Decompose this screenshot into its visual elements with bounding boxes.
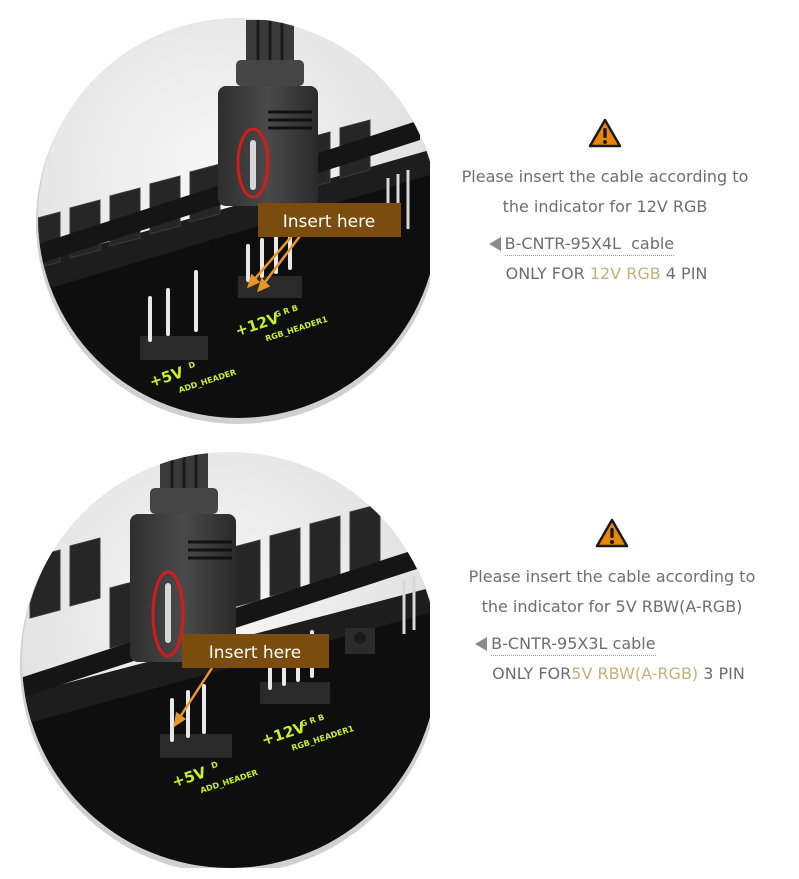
panel-5v-argb: +5V D ADD_HEADER +12V G R B RGB_HEADER1 xyxy=(0,438,799,868)
cable-model: B-CNTR-95X4L cable xyxy=(504,234,675,256)
insert-position-marker xyxy=(151,570,185,658)
cable-spec: B-CNTR-95X4L cable ONLY FOR 12V RGB 4 PI… xyxy=(488,234,708,283)
pointer-triangle-icon xyxy=(475,637,488,651)
instruction-line-1: Please insert the cable according to xyxy=(468,567,756,586)
only-for-line: ONLY FOR 12V RGB 4 PIN xyxy=(505,264,708,283)
insert-position-marker xyxy=(236,127,270,199)
silk-5v-d: D xyxy=(187,360,196,371)
highlighted-spec: 12V RGB xyxy=(589,264,661,283)
svg-text:Insert here: Insert here xyxy=(209,643,301,663)
cable-spec: B-CNTR-95X3L cable ONLY FOR5V RBW(A-RGB)… xyxy=(475,634,745,683)
instruction-block: Please insert the cable according to the… xyxy=(420,118,790,283)
instruction-block: Please insert the cable according to the… xyxy=(432,518,792,683)
pointer-triangle-icon xyxy=(488,237,501,251)
board-illustration: +5V D ADD_HEADER +12V G R B RGB_HEADER1 xyxy=(36,18,430,424)
insert-here-label: Insert here xyxy=(182,634,329,668)
silk-5v-d: D xyxy=(210,760,219,771)
cable-model: B-CNTR-95X3L cable xyxy=(491,634,656,656)
panel-12v-rgb: +5V D ADD_HEADER +12V G R B RGB_HEADER1 xyxy=(0,0,799,430)
only-for-line: ONLY FOR5V RBW(A-RGB) 3 PIN xyxy=(492,664,745,683)
highlighted-spec: 5V RBW(A-RGB) xyxy=(571,664,699,683)
warning-icon xyxy=(595,518,629,548)
board-illustration: +5V D ADD_HEADER +12V G R B RGB_HEADER1 xyxy=(20,452,430,868)
instruction-line-2: the indicator for 12V RGB xyxy=(502,197,708,216)
cable-connector xyxy=(218,20,318,206)
instruction-line-1: Please insert the cable according to xyxy=(461,167,749,186)
cable-connector xyxy=(130,452,236,662)
insert-here-label: Insert here xyxy=(258,203,401,237)
warning-icon xyxy=(588,118,622,148)
svg-text:Insert here: Insert here xyxy=(283,212,375,232)
instruction-line-2: the indicator for 5V RBW(A-RGB) xyxy=(481,597,743,616)
